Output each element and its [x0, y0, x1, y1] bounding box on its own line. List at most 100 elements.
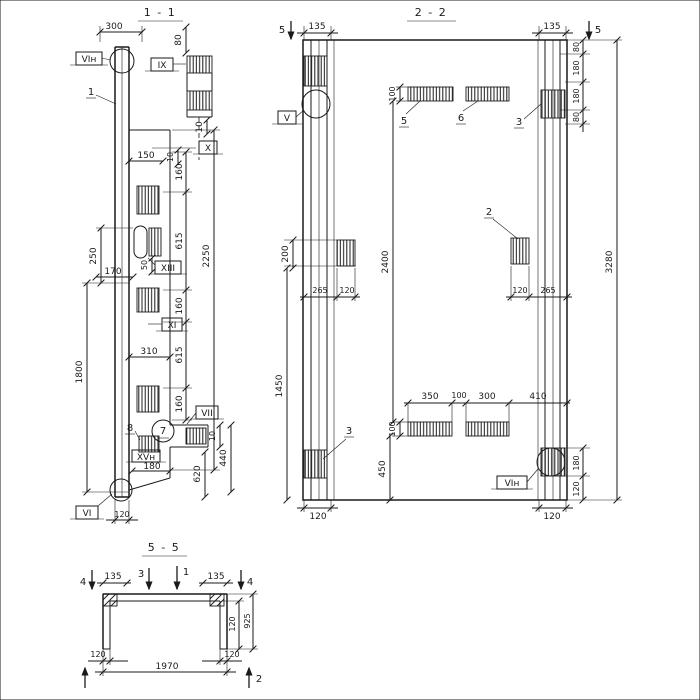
cut-marker-4-left-text: 4: [80, 577, 86, 588]
s11-title: 1 - 1: [138, 6, 183, 22]
part-label-5: 5: [399, 100, 421, 128]
dim-135-left-s55-text: 135: [104, 572, 121, 582]
dim-chain-right: 160 615 160 615 160: [175, 148, 190, 424]
dim-80-text: 80: [174, 34, 184, 46]
dim-80-a-text: 80: [572, 42, 581, 52]
view-label-vii-text: VII: [201, 409, 212, 419]
dim-50: 50: [140, 254, 156, 276]
dim-80-b-text: 80: [572, 112, 581, 122]
detail-circle-v: [301, 89, 331, 119]
dim-440: 440: [219, 421, 235, 496]
dim-180-text: 180: [143, 462, 160, 472]
detail-circle-7: [151, 419, 175, 443]
dim-620: 620: [193, 448, 209, 501]
dim-150: 150: [125, 151, 167, 165]
dim-265-120-left: 265 120: [300, 286, 360, 301]
s55-title-text: 5 - 5: [148, 541, 180, 554]
view-label-ix: IX: [145, 57, 186, 72]
s11-view-labels: VIн IX X XIII: [70, 51, 224, 520]
dim-10-top: 10: [195, 116, 211, 138]
dim-80: 80: [174, 23, 190, 57]
dim-160-a-text: 160: [175, 163, 185, 180]
dim-450: 450: [378, 432, 394, 504]
dim-350-text: 350: [421, 392, 438, 402]
cut-marker-5-left-text: 5: [279, 25, 285, 36]
s22-extension-lines: [284, 26, 622, 512]
dim-135-right: 135: [532, 22, 573, 37]
part-label-1-text: 1: [88, 87, 94, 98]
s22-cut-markers: 5 5: [279, 21, 601, 41]
dim-10-mid-text: 10: [166, 152, 175, 162]
dim-200: 200: [281, 236, 297, 272]
view-label-x: X: [193, 140, 223, 155]
dim-440-text: 440: [219, 449, 229, 466]
dim-1450-text: 1450: [275, 374, 285, 397]
dim-chain-top-right: 80 180 180 80: [572, 36, 587, 132]
dim-1970: 1970: [95, 662, 236, 676]
dim-2400-text: 2400: [381, 250, 391, 273]
dim-265-left-text: 265: [312, 286, 327, 295]
dim-180-b-text: 180: [572, 88, 581, 103]
dim-10-bot: 10: [208, 421, 224, 451]
dim-100-top-text: 100: [388, 86, 397, 101]
cut-marker-4-right-text: 4: [247, 577, 253, 588]
detail-circle-vi: [109, 478, 133, 502]
s11-title-text: 1 - 1: [144, 6, 176, 19]
view-label-vin-top: VIн: [70, 51, 111, 66]
s11-part-outline: [114, 46, 213, 498]
s22-title: 2 - 2: [407, 6, 456, 22]
dim-row-350-100-300-410: 350 100 300 410: [404, 391, 571, 407]
dim-200-text: 200: [281, 245, 291, 262]
dim-120-bottom-right: 120: [532, 504, 573, 522]
dim-100-mid-text: 100: [451, 391, 466, 400]
dim-180: 180: [128, 462, 174, 475]
view-label-v: V: [272, 109, 305, 125]
dim-100-bottom-text: 100: [388, 421, 397, 436]
dim-180-a-text: 180: [572, 60, 581, 75]
part-label-7-text: 7: [160, 426, 166, 437]
dim-2250-text: 2250: [202, 244, 212, 267]
s11-detail-circles: [109, 48, 175, 502]
dim-120-rb-text: 120: [572, 481, 581, 496]
cut-marker-2-text: 2: [256, 674, 262, 685]
cut-marker-5-right-text: 5: [595, 25, 601, 36]
dim-1800-text: 1800: [75, 360, 85, 383]
dim-120-bl-s55-text: 120: [90, 650, 105, 659]
part-label-3-bottom: 3: [322, 426, 354, 460]
dim-100-top: 100: [388, 83, 404, 105]
dim-160-c-text: 160: [175, 395, 185, 412]
view-label-xiii: XIII: [147, 257, 187, 275]
view-label-ix-text: IX: [158, 61, 167, 71]
s55-dimensions: 135 135 120 925 120: [88, 572, 257, 676]
cut-marker-1-text: 1: [183, 567, 189, 578]
part-label-1: 1: [86, 87, 117, 105]
part-label-6-text: 6: [458, 113, 464, 124]
dim-135-left: 135: [297, 22, 338, 37]
detail-circle-vin-22: [536, 447, 566, 477]
cut-marker-2: 2: [81, 666, 262, 688]
view-label-vin-22: VIн: [491, 468, 539, 490]
dim-615-a-text: 615: [175, 232, 185, 249]
dim-300: 300: [96, 22, 146, 36]
dim-135-right-s55-text: 135: [207, 572, 224, 582]
dim-615-b-text: 615: [175, 346, 185, 363]
s22-dimensions: 135 135 80 180 180 80 3280: [275, 22, 621, 522]
dim-180-right-text: 180: [572, 455, 581, 470]
dim-50-text: 50: [140, 260, 149, 270]
cut-marker-5-right: 5: [585, 21, 601, 41]
dim-120-bl-text: 120: [309, 512, 326, 522]
dim-450-text: 450: [378, 460, 388, 477]
dim-10-mid: 10: [166, 146, 182, 168]
section-5-5: 5 - 5 4 3 1: [80, 541, 262, 688]
section-1-1: 1 - 1: [70, 6, 235, 524]
dim-1970-text: 1970: [156, 662, 179, 672]
dim-410-text: 410: [529, 392, 546, 402]
dim-1450: 1450: [275, 264, 291, 504]
dim-925-text: 925: [243, 613, 252, 628]
dim-2250: 2250: [202, 126, 218, 474]
cut-marker-1: 1: [173, 566, 189, 591]
part-label-3-bottom-text: 3: [346, 426, 352, 437]
dim-150-text: 150: [137, 151, 154, 161]
dim-300-s22-text: 300: [478, 392, 495, 402]
